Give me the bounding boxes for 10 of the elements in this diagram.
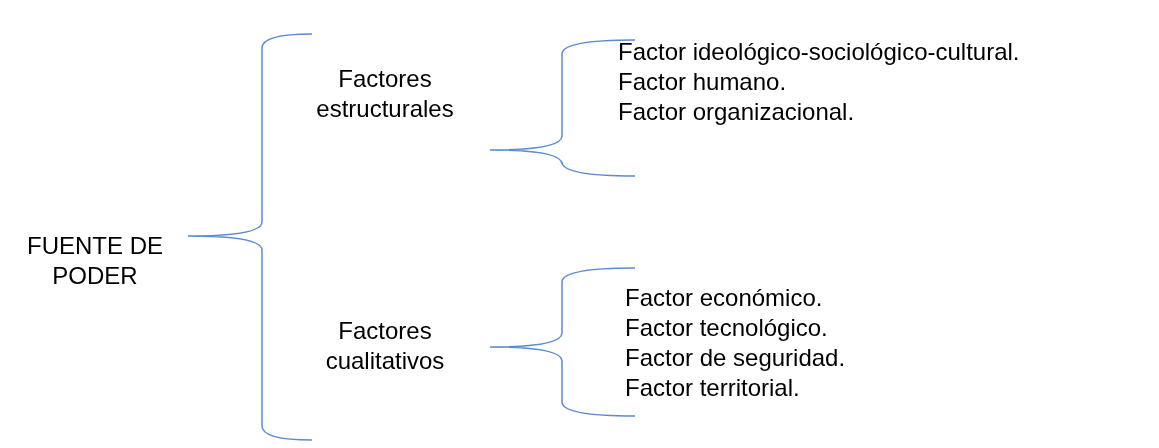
list-item: Factor organizacional. — [618, 97, 855, 127]
list-item: Factor territorial. — [625, 373, 800, 403]
list-item: Factor tecnológico. — [625, 313, 828, 343]
category-label: Factores cualitativos — [324, 316, 446, 376]
list-item: Factor de seguridad. — [625, 343, 846, 373]
root-label: FUENTE DE PODER — [26, 231, 164, 291]
list-item: Factor económico. — [625, 283, 823, 313]
list-item: Factor ideológico-sociológico-cultural. — [618, 37, 1020, 67]
list-item: Factor humano. — [618, 67, 787, 97]
category-label: Factores estructurales — [315, 64, 455, 124]
